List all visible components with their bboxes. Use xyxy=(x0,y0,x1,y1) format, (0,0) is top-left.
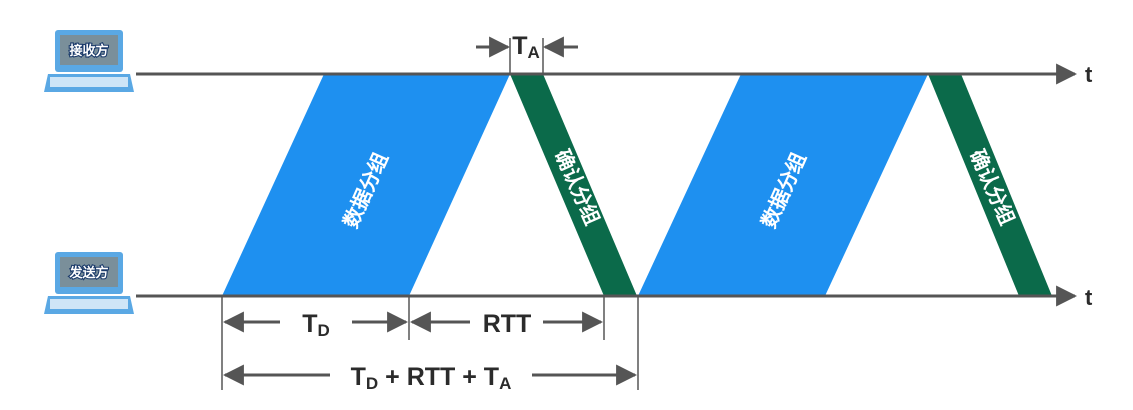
ack-packet-2-label: 确认分组 xyxy=(965,146,1019,229)
sender-label: 发送方 xyxy=(68,265,108,281)
sender-time-label: t xyxy=(1085,285,1093,310)
receiver-time-label: t xyxy=(1085,62,1093,87)
receiver-computer-icon xyxy=(44,30,134,92)
total-label: TD + RTT + TA xyxy=(351,363,512,393)
receiver-label: 接收方 xyxy=(69,43,108,59)
ack-packet-1 xyxy=(510,74,637,296)
ta-label: TA xyxy=(512,32,540,62)
data-packet-1 xyxy=(222,74,510,296)
bottom-guides xyxy=(221,296,639,390)
sender-computer-icon xyxy=(44,252,134,314)
rtt-label: RTT xyxy=(483,310,532,338)
td-label: TD xyxy=(302,310,330,340)
ta-measure xyxy=(476,36,578,74)
data-packet-2 xyxy=(638,74,928,296)
ack-packet-2 xyxy=(928,74,1052,296)
